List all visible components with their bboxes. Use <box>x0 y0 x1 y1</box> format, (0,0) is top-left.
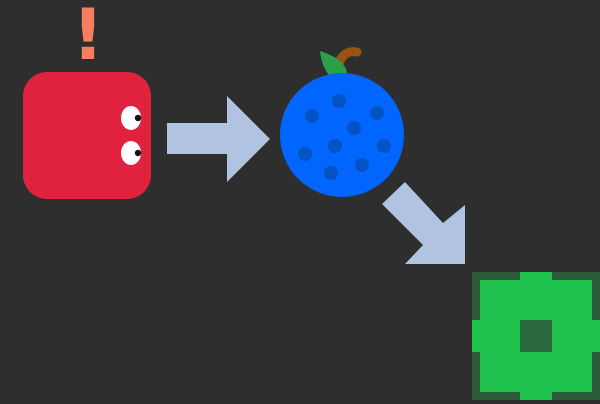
right-arrow-icon <box>167 96 270 182</box>
gear-tooth-left <box>472 320 480 352</box>
gear-tooth-right <box>592 320 600 352</box>
down-right-arrow-icon <box>382 182 465 264</box>
alert-exclamation: ! <box>72 0 104 76</box>
gear-center <box>520 320 552 352</box>
gear-tooth-bottom <box>520 392 552 400</box>
green-gear-goal[interactable] <box>472 272 600 400</box>
right-eye-icon <box>121 141 141 165</box>
right-pupil <box>134 149 142 157</box>
berry-spots <box>298 94 391 180</box>
left-pupil <box>134 114 142 122</box>
red-blob-character[interactable] <box>23 72 151 199</box>
berry-body <box>280 73 404 197</box>
gear-tooth-top <box>520 272 552 280</box>
blueberry-item[interactable] <box>280 47 404 197</box>
left-eye-icon <box>121 106 141 130</box>
red-blob-body <box>23 72 151 199</box>
